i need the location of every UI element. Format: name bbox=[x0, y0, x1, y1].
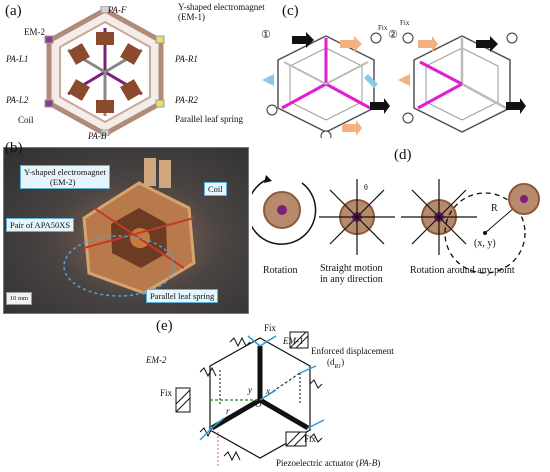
label-e-fix-top: Fix bbox=[264, 323, 277, 333]
callout-pair: Pair of APA50XS bbox=[6, 218, 75, 232]
sym-o: O bbox=[255, 399, 262, 409]
label-em1b: (EM-1) bbox=[178, 12, 205, 22]
label-xy: (x, y) bbox=[474, 238, 496, 249]
label-pal2: PA-L2 bbox=[6, 95, 29, 105]
motion-modes-drawing bbox=[252, 175, 540, 274]
callout-coil: Coil bbox=[204, 182, 227, 196]
label-theta: θ bbox=[364, 183, 368, 192]
callout-spring: Parallel leaf spring bbox=[146, 289, 219, 303]
label-r: R bbox=[491, 203, 498, 214]
label-enforced: Enforced displacement bbox=[311, 346, 394, 356]
label-e-fix-left: Fix bbox=[160, 388, 173, 398]
label-coil: Coil bbox=[18, 115, 34, 125]
pa-close: ) bbox=[377, 458, 381, 468]
fix-label-2: Fix bbox=[400, 19, 410, 27]
label-pab: PA-B bbox=[88, 131, 107, 141]
caption-straight-1: Straight motion bbox=[320, 263, 383, 274]
label-par1: PA-R1 bbox=[175, 54, 198, 64]
panel-e-tag: (e) bbox=[156, 318, 173, 334]
panel-c-tag: (c) bbox=[282, 3, 299, 19]
label-spring: Parallel leaf spring bbox=[175, 114, 243, 124]
panel-a-tag: (a) bbox=[5, 3, 22, 19]
label-em1: Y-shaped electromagnet bbox=[178, 2, 265, 12]
pa-text: Piezoelectric actuator ( bbox=[276, 458, 359, 468]
fix-label-1: Fix bbox=[378, 24, 388, 32]
label-e-em1: EM-1 bbox=[283, 336, 304, 346]
sym-x: x bbox=[266, 386, 270, 396]
enforced-close: ) bbox=[341, 357, 345, 367]
label-pa: Piezoelectric actuator (PA-B) bbox=[276, 458, 380, 468]
label-paf: PA-F bbox=[108, 5, 127, 15]
mechanical-model-drawing bbox=[175, 331, 325, 466]
panel-b-tag: (b) bbox=[5, 140, 23, 156]
panel-d-tag: (d) bbox=[394, 147, 412, 163]
enforced-sym: (d bbox=[327, 357, 335, 367]
step-2-drawing bbox=[398, 32, 526, 133]
scale-bar: 10 mm bbox=[6, 292, 32, 305]
label-enforced-symbol: (dR1) bbox=[327, 357, 344, 372]
sym-y: y bbox=[248, 385, 252, 395]
pa-italic: PA-B bbox=[358, 458, 378, 468]
callout-em2: Y-shaped electromagnet (EM-2) bbox=[20, 165, 110, 189]
sym-r: r bbox=[226, 406, 230, 416]
caption-rotate-point: Rotation around any point bbox=[410, 265, 515, 276]
callout-em2-line2: (EM-2) bbox=[50, 177, 76, 187]
label-pal1: PA-L1 bbox=[6, 54, 29, 64]
step-2-marker: ② bbox=[388, 29, 398, 41]
label-e-fix-bottom: Fix bbox=[304, 434, 317, 444]
label-par2: PA-R2 bbox=[175, 95, 198, 105]
enforced-sub: R1 bbox=[334, 363, 342, 370]
step-1-drawing bbox=[262, 32, 390, 138]
step-1-marker: ① bbox=[261, 29, 271, 41]
label-em2: EM-2 bbox=[24, 27, 45, 37]
callout-em2-line1: Y-shaped electromagnet bbox=[24, 167, 106, 177]
caption-straight-2: in any direction bbox=[320, 274, 383, 285]
hexapod-drawing bbox=[44, 6, 165, 136]
label-e-em2: EM-2 bbox=[146, 355, 167, 365]
caption-rotation: Rotation bbox=[263, 265, 298, 276]
